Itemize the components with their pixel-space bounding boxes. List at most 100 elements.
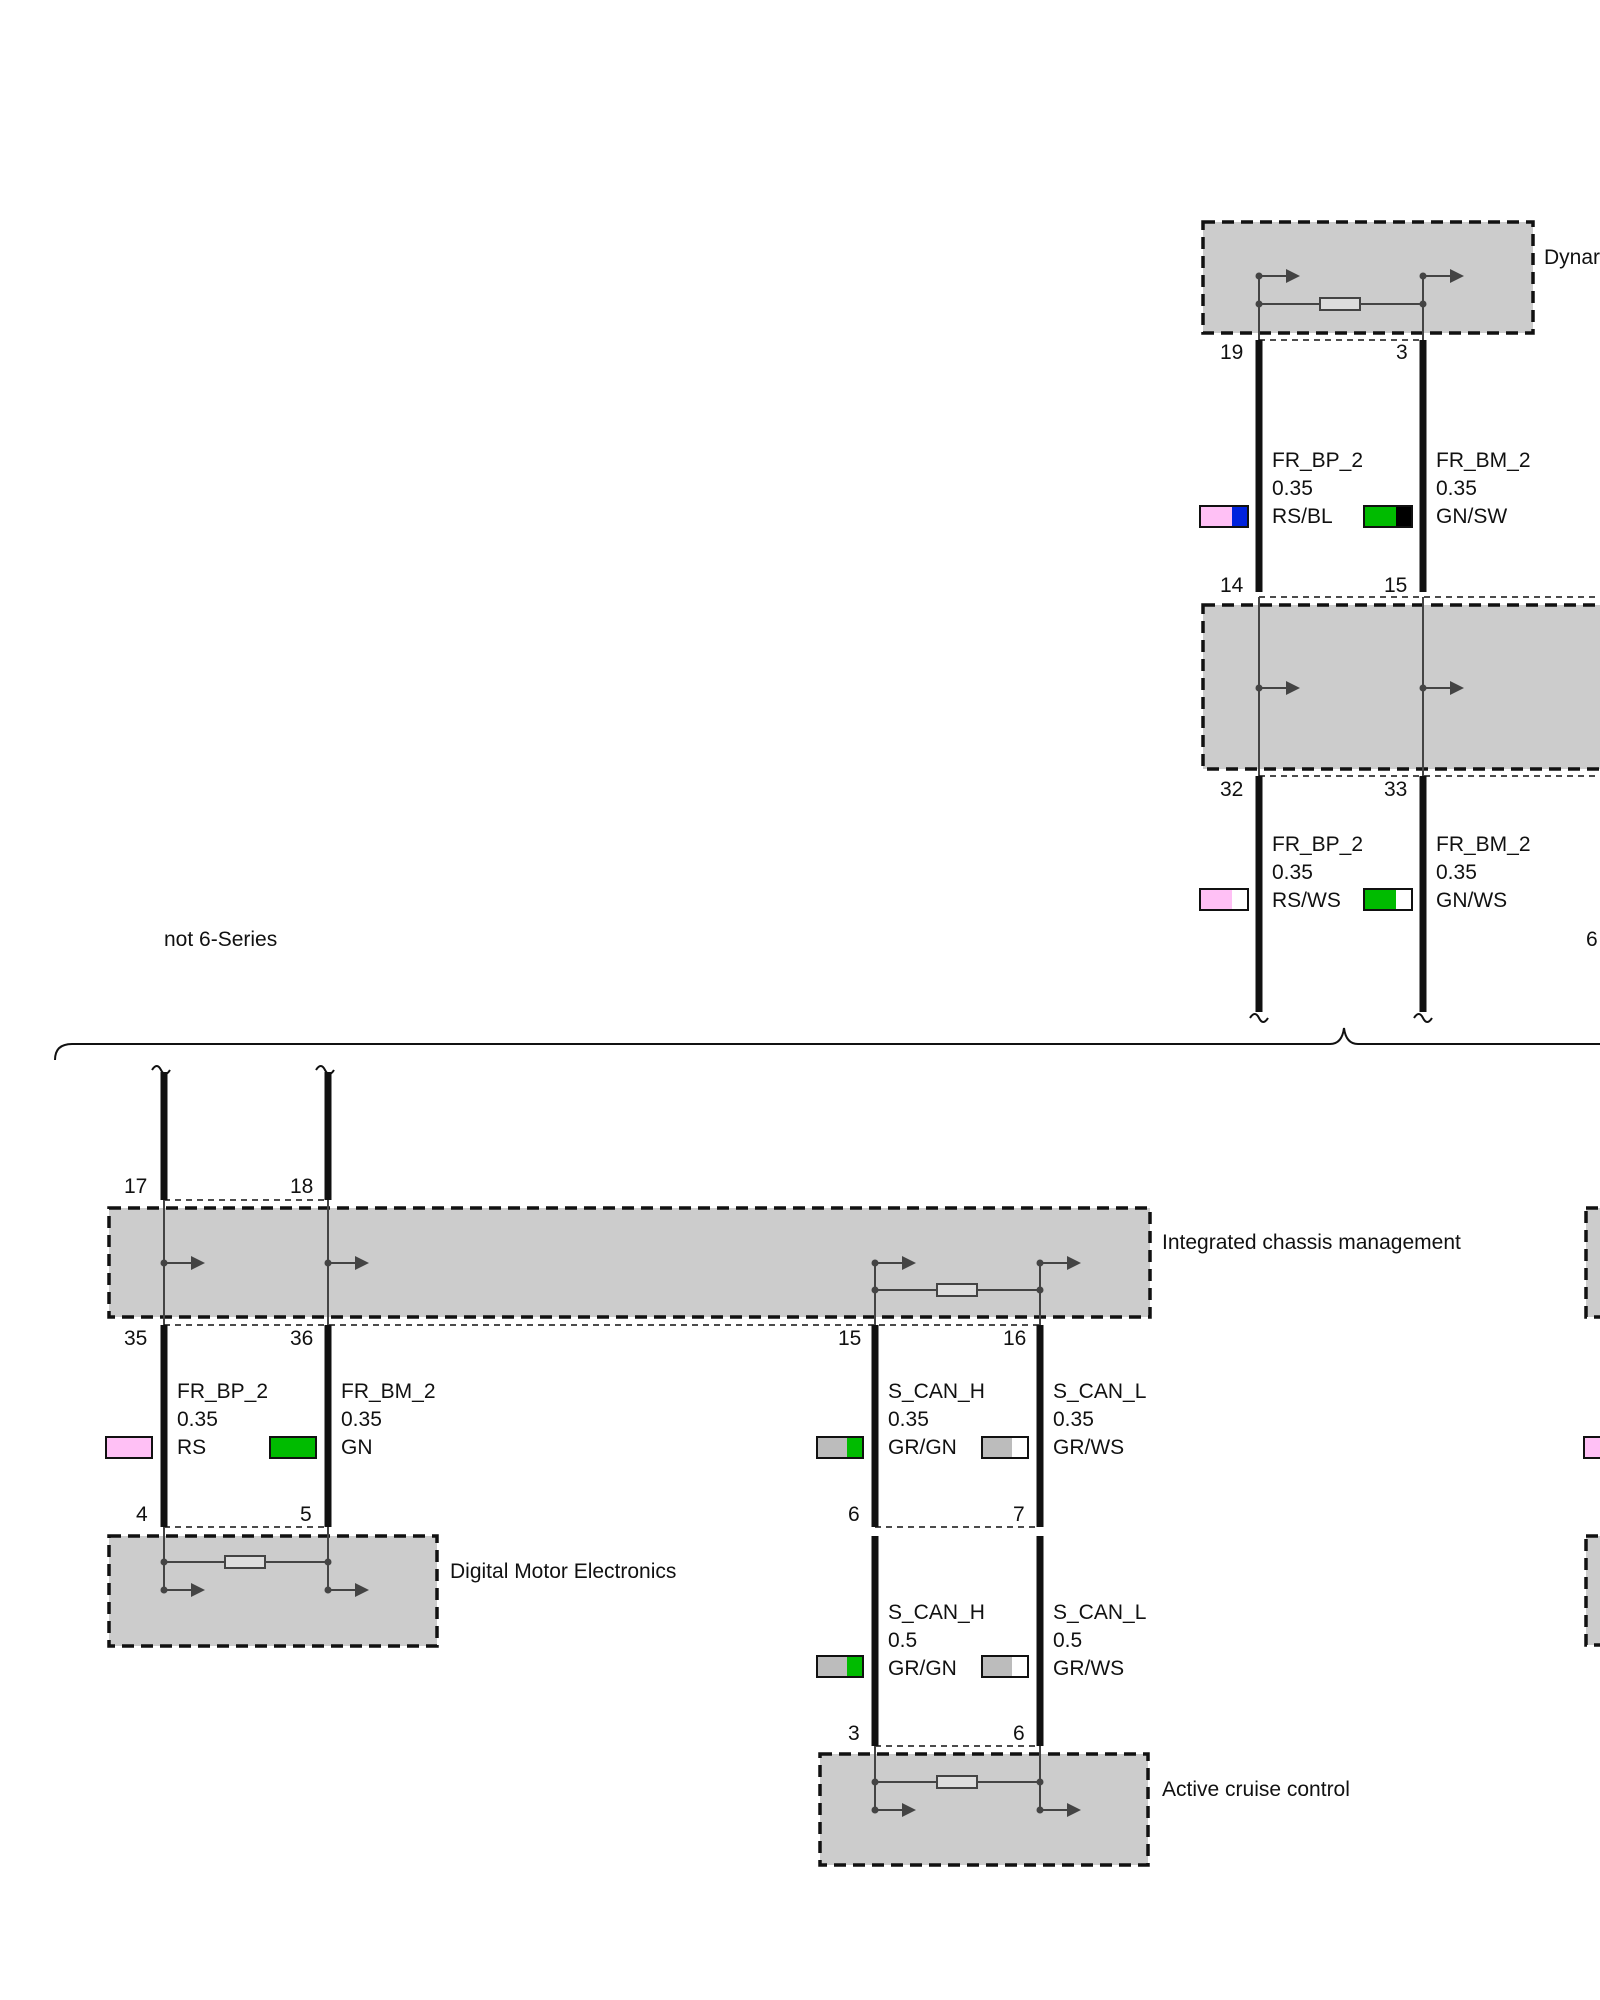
junction-dot — [1419, 300, 1427, 308]
pin-7: 7 — [1013, 1503, 1025, 1526]
arrow-right-icon — [191, 1583, 205, 1597]
resistor-icon — [936, 1283, 978, 1297]
resistor-icon — [936, 1775, 978, 1789]
swatch-border — [816, 1655, 864, 1678]
wire-name: FR_BP_2 — [177, 1380, 268, 1403]
module-active-cruise-control: Active cruise control — [818, 1746, 1350, 1867]
module-box-icm — [107, 1206, 1152, 1319]
color-swatch-rs-ws — [1199, 888, 1249, 911]
wire-name: FR_BM_2 — [1436, 833, 1531, 856]
swatch-primary — [817, 1437, 847, 1458]
wire-gauge: 0.35 — [1053, 1408, 1094, 1431]
swatch-primary — [817, 1656, 847, 1677]
pin-6-left: 6 — [848, 1503, 860, 1526]
module-box-partial-right — [1584, 1206, 1600, 1319]
color-swatch-gr-ws-lower — [981, 1655, 1029, 1678]
wire-color-code: RS/WS — [1272, 889, 1341, 912]
swatch-primary — [1200, 889, 1232, 910]
resistor-icon — [224, 1555, 266, 1569]
module-label-icm: Integrated chassis management — [1162, 1231, 1461, 1254]
arrow-right-icon — [902, 1803, 916, 1817]
swatch-primary — [106, 1437, 152, 1458]
arrow-right-icon — [902, 1256, 916, 1270]
swatch-primary — [1364, 889, 1396, 910]
section-label-not-6-series: not 6-Series — [164, 928, 277, 951]
module-label-acc: Active cruise control — [1162, 1778, 1350, 1801]
swatch-stripe — [847, 1656, 863, 1677]
swatch-stripe — [1396, 889, 1412, 910]
wire-gauge: 0.35 — [341, 1408, 382, 1431]
swatch-border — [1199, 505, 1249, 528]
swatch-border — [105, 1436, 153, 1459]
swatch-primary — [982, 1437, 1012, 1458]
wire-break-icon — [1249, 1013, 1269, 1023]
pin-4: 4 — [136, 1503, 148, 1526]
swatch-stripe — [1012, 1437, 1028, 1458]
arrow-right-icon — [1067, 1803, 1081, 1817]
color-swatch-gr-ws — [981, 1436, 1029, 1459]
color-swatch-partial — [1584, 1437, 1600, 1458]
color-swatch-gn-sw — [1363, 505, 1413, 528]
wire-name: S_CAN_H — [888, 1380, 985, 1403]
module-integrated-chassis-management: Integrated chassis management — [107, 1200, 1461, 1325]
junction-dot — [1036, 1286, 1044, 1294]
pin-33: 33 — [1384, 778, 1407, 801]
pin-3-top: 3 — [1396, 341, 1408, 364]
junction-dot — [160, 1558, 168, 1566]
wire-break-icon — [1413, 1013, 1433, 1023]
arrow-right-icon — [1450, 681, 1464, 695]
swatch-stripe — [1232, 506, 1248, 527]
wire-name: S_CAN_H — [888, 1601, 985, 1624]
pin-18: 18 — [290, 1175, 313, 1198]
module-label-dynamic-top: Dynar — [1544, 246, 1600, 269]
wire-gauge: 0.35 — [1436, 477, 1477, 500]
arrow-right-icon — [1450, 269, 1464, 283]
swatch-border — [981, 1655, 1029, 1678]
arrow-right-icon — [355, 1256, 369, 1270]
pin-3-acc: 3 — [848, 1722, 860, 1745]
resistor-icon — [1319, 297, 1361, 311]
swatch-primary — [982, 1656, 1012, 1677]
color-swatch-gn — [269, 1436, 317, 1459]
swatch-stripe — [1012, 1656, 1028, 1677]
section-label-6: 6 — [1586, 928, 1598, 951]
module-box-dynamic-top — [1201, 220, 1535, 335]
swatch-stripe — [1396, 506, 1412, 527]
wire-color-code: GR/GN — [888, 1657, 957, 1680]
junction-dot — [324, 1558, 332, 1566]
wire-color-code: GR/GN — [888, 1436, 957, 1459]
wire-name: FR_BM_2 — [341, 1380, 436, 1403]
wire-name: S_CAN_L — [1053, 1380, 1146, 1403]
swatch-border — [981, 1436, 1029, 1459]
arrow-right-icon — [1286, 681, 1300, 695]
wire-color-code: RS/BL — [1272, 505, 1333, 528]
module-box-acc — [818, 1752, 1150, 1867]
swatch-primary — [1364, 506, 1396, 527]
wire-gauge: 0.5 — [888, 1629, 917, 1652]
junction-dot — [1255, 300, 1263, 308]
wire-gauge: 0.35 — [888, 1408, 929, 1431]
swatch-border — [1583, 1436, 1600, 1459]
swatch-primary — [1200, 506, 1232, 527]
wire-color-code: GR/WS — [1053, 1436, 1124, 1459]
color-swatch-gn-ws — [1363, 888, 1413, 911]
wire-color-code: GN/WS — [1436, 889, 1507, 912]
module-box-dme — [107, 1534, 439, 1648]
pin-32: 32 — [1220, 778, 1243, 801]
wire-name: FR_BP_2 — [1272, 449, 1363, 472]
wire-gauge: 0.35 — [1272, 861, 1313, 884]
pin-6-acc: 6 — [1013, 1722, 1025, 1745]
wire-gauge: 0.35 — [177, 1408, 218, 1431]
pin-36: 36 — [290, 1327, 313, 1350]
junction-dot — [871, 1778, 879, 1786]
arrow-right-icon — [1286, 269, 1300, 283]
swatch-border — [1363, 505, 1413, 528]
junction-dot — [1036, 1778, 1044, 1786]
arrow-right-icon — [355, 1583, 369, 1597]
swatch-border — [816, 1436, 864, 1459]
module-label-dme: Digital Motor Electronics — [450, 1560, 676, 1583]
wire-name: FR_BP_2 — [1272, 833, 1363, 856]
variant-brace — [54, 1027, 1600, 1061]
wire-gauge: 0.35 — [1272, 477, 1313, 500]
